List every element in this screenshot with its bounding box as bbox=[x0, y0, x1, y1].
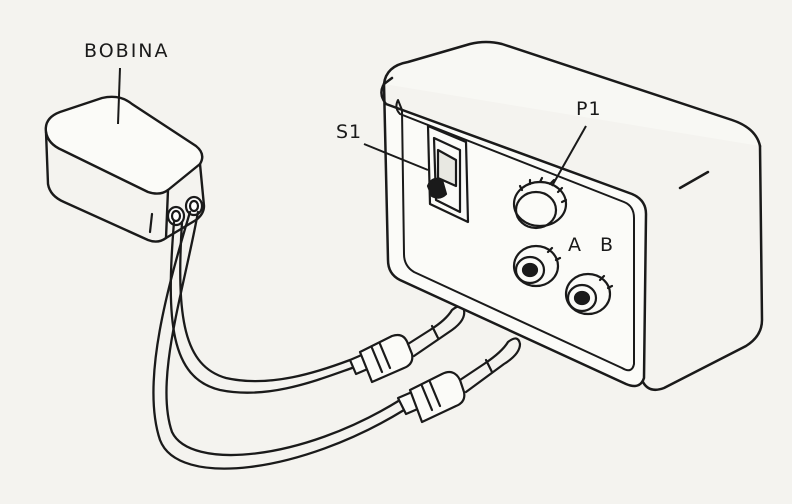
terminal-a-label: A bbox=[568, 234, 582, 256]
switch-label: S1 bbox=[336, 121, 363, 143]
terminal-b-post bbox=[564, 272, 614, 316]
banana-plug-2 bbox=[396, 337, 522, 424]
switch-leader-line bbox=[363, 143, 429, 171]
terminal-b-label: B bbox=[600, 234, 615, 256]
switch-s1 bbox=[426, 124, 470, 224]
banana-plug-1 bbox=[348, 304, 466, 384]
coil-leader-line bbox=[117, 67, 121, 125]
test-lead-1 bbox=[169, 220, 354, 394]
potentiometer-p1-knob bbox=[512, 176, 568, 230]
potentiometer-leader-line bbox=[551, 125, 587, 187]
test-lead-2 bbox=[152, 210, 406, 470]
coil-grommets bbox=[148, 195, 204, 234]
potentiometer-label: P1 bbox=[576, 98, 602, 120]
terminal-a-post bbox=[512, 244, 562, 288]
coil-label: BOBINA bbox=[84, 40, 170, 62]
